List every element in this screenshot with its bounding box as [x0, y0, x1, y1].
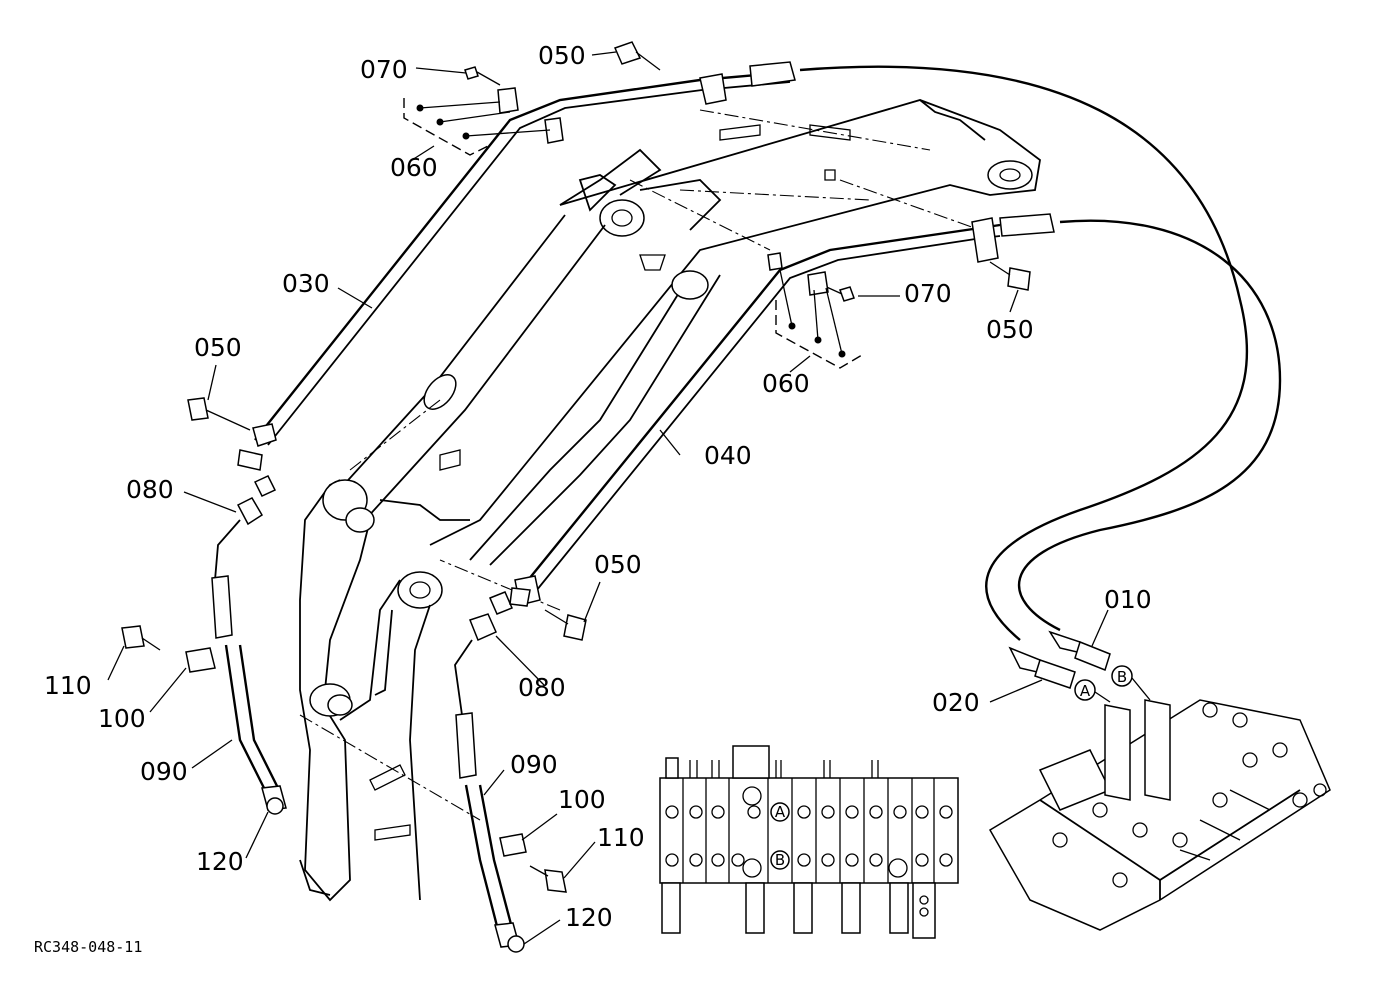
port-b-label: B — [775, 851, 785, 869]
label-120-left: 120 — [196, 847, 244, 876]
label-100-right: 100 — [558, 785, 606, 814]
fitting-b-label: B — [1117, 668, 1127, 686]
label-080-right: 080 — [518, 673, 566, 702]
label-050-top: 050 — [538, 41, 586, 70]
hose-040 — [514, 217, 1001, 606]
boom-brackets — [369, 124, 851, 841]
drawing-code: RC348-048-11 — [34, 938, 142, 956]
label-120-right: 120 — [565, 903, 613, 932]
fasteners — [121, 41, 1031, 893]
boom-arm — [299, 99, 1041, 902]
label-100-left: 100 — [98, 704, 146, 733]
leader-lines — [107, 51, 1109, 945]
right-lower-hose — [454, 591, 525, 953]
hose-030 — [252, 70, 791, 447]
label-080-left: 080 — [126, 475, 174, 504]
label-060-top: 060 — [390, 153, 438, 182]
left-lower-hose — [211, 475, 287, 815]
label-110-left: 110 — [44, 671, 92, 700]
label-050-right: 050 — [986, 315, 1034, 344]
label-060-right: 060 — [762, 369, 810, 398]
fitting-b-marker — [1111, 665, 1133, 687]
label-110-right: 110 — [597, 823, 645, 852]
label-070-right: 070 — [904, 279, 952, 308]
label-090-left: 090 — [140, 757, 188, 786]
control-valve — [988, 699, 1331, 931]
valve-schematic: A B — [659, 745, 959, 939]
label-070-top: 070 — [360, 55, 408, 84]
port-a-label: A — [775, 803, 786, 821]
fitting-a-marker — [1074, 679, 1096, 701]
label-050-left: 050 — [194, 333, 242, 362]
label-090-right: 090 — [510, 750, 558, 779]
label-050-middle: 050 — [594, 550, 642, 579]
port-b-marker — [770, 850, 790, 870]
label-010: 010 — [1104, 585, 1152, 614]
fitting-a-label: A — [1080, 682, 1091, 700]
label-040: 040 — [704, 441, 752, 470]
label-030: 030 — [282, 269, 330, 298]
label-020: 020 — [932, 688, 980, 717]
flexible-hoses — [749, 61, 1282, 689]
port-a-marker — [770, 802, 790, 822]
